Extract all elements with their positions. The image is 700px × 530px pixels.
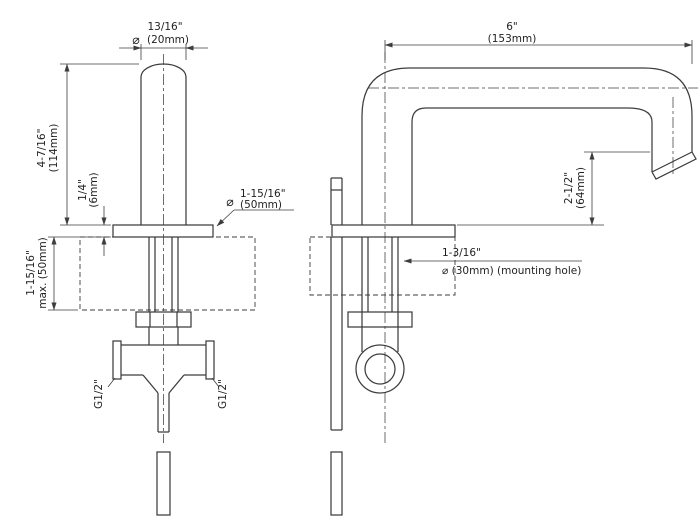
spout-outer-profile (361, 67, 693, 225)
deck-phantom-side (309, 236, 456, 296)
base-plate-side (331, 224, 456, 238)
diameter-symbol: ⌀ (226, 194, 234, 209)
tee-right-port (205, 340, 215, 380)
spout-outlet-face (651, 151, 693, 173)
dim-base-diameter-inch: 1-15/16" (240, 188, 286, 200)
dim-handle-height-inch: 4-7/16" (36, 129, 48, 168)
label-thread-right: G1/2" (211, 377, 229, 409)
dim-mounting-hole-inch: 1-3/16" (442, 247, 481, 259)
dim-deck-thickness-inch: 1-15/16" (25, 250, 37, 296)
handle-valve-front-view (79, 54, 256, 516)
dim-spout-height-mm: (64mm) (575, 167, 587, 209)
thread-left-label: G1/2" (93, 379, 105, 409)
dim-spout-reach-mm: (153mm) (488, 33, 537, 45)
diameter-symbol: ⌀ (132, 32, 140, 47)
thread-right-label: G1/2" (217, 379, 229, 409)
deck-phantom-front (79, 236, 256, 311)
dim-base-thickness: 1/4" (6mm) (77, 172, 107, 256)
dim-handle-height-mm: (114mm) (48, 124, 60, 173)
dim-spout-reach: 6" (153mm) (384, 21, 693, 64)
dim-base-thickness-inch: 1/4" (77, 179, 89, 201)
dim-handle-height: 4-7/16" (114mm) (36, 63, 139, 226)
dim-base-diameter: ⌀ 1-15/16" (50mm) (216, 188, 294, 227)
dim-spout-height-inch: 2-1/2" (563, 172, 575, 204)
tee-left-port (112, 340, 122, 380)
dim-base-diameter-mm: (50mm) (240, 199, 282, 211)
mounting-nut-front (135, 311, 192, 328)
dim-handle-diameter-inch: 13/16" (147, 21, 182, 33)
inlet-port-side (355, 344, 405, 394)
spout-inner-profile (411, 107, 653, 225)
base-plate-front (112, 224, 214, 238)
dim-deck-thickness: 1-15/16" max. (50mm) (25, 236, 111, 311)
dim-spout-height: 2-1/2" (64mm) (457, 151, 650, 226)
dim-mounting-hole: 1-3/16" ⌀ (30mm) (mounting hole) (403, 247, 582, 277)
dim-spout-reach-inch: 6" (506, 21, 518, 33)
handle-cylinder (140, 63, 187, 225)
dim-base-thickness-mm: (6mm) (88, 172, 100, 207)
supply-pipe-front (156, 451, 171, 516)
spout-side-view (309, 52, 698, 516)
mounting-nut-side (347, 311, 413, 328)
label-thread-left: G1/2" (93, 377, 116, 409)
dim-mounting-hole-detail: ⌀ (30mm) (mounting hole) (442, 265, 581, 277)
dim-deck-thickness-mm: max. (50mm) (37, 237, 49, 309)
dim-handle-diameter-mm: (20mm) (147, 34, 189, 46)
dim-handle-diameter: 13/16" (20mm) ⌀ (119, 21, 208, 60)
supply-pipe-side (330, 451, 343, 516)
